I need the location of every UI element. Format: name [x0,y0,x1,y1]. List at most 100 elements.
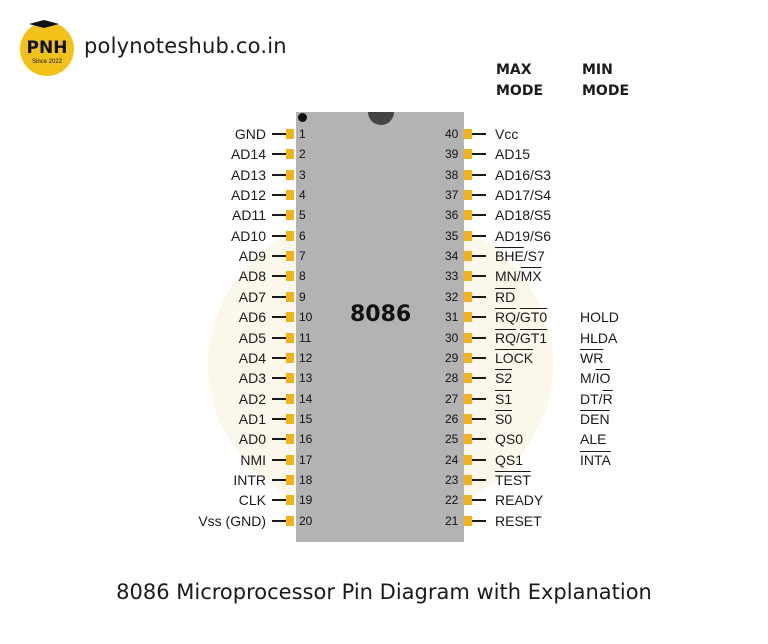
pin-label: AD9 [238,248,266,265]
pin-label: RQ/GT0 [495,309,548,326]
pin-label: S0 [495,410,513,427]
pin-pad [464,169,472,180]
pin-pad [464,271,472,282]
pin-lead [472,153,486,156]
graduation-cap-icon [29,20,59,28]
pin-lead [272,478,286,481]
pin-pad [286,413,294,424]
caption: 8086 Microprocessor Pin Diagram with Exp… [116,580,652,604]
pin-label: AD7 [238,288,266,305]
right-pin-31: 31 RQ/GT0 [440,307,580,327]
pin-label: AD19/S6 [495,227,552,244]
min-mode-label-29: WR [580,349,604,366]
site-name[interactable]: polynoteshub.co.in [84,34,287,58]
pin-label: RD [495,288,516,305]
pin-lead [472,478,486,481]
pin-label: TEST [495,471,531,488]
pin-pad [464,332,472,343]
pin-number: 39 [445,147,459,162]
pin-lead [472,316,486,319]
pin-pad [286,169,294,180]
pin-pad [286,291,294,302]
pin-pad [286,495,294,506]
pin-number: 20 [299,513,313,528]
pin-label: QS1 [495,451,524,468]
pin-number: 31 [445,310,459,325]
pin-lead [272,194,286,197]
min-mode-label-28: M/IO [580,370,611,387]
pin-lead [272,316,286,319]
pin-label: AD11 [232,207,266,224]
pin-number: 34 [445,249,459,264]
pin-label: AD3 [238,370,266,387]
pin-number: 8 [299,269,306,284]
pin-label: MN/MX [495,268,542,285]
pin-label: S2 [495,370,513,387]
pin-pad [286,271,294,282]
pin-pad [286,434,294,445]
min-mode-label-30: HLDA [580,329,618,346]
pin-number: 17 [299,452,313,467]
pin-number: 5 [299,208,306,223]
pin-label: AD1 [238,410,266,427]
pin-pad [464,210,472,221]
pin-pad [286,251,294,262]
pin-pad [464,230,472,241]
pin-number: 11 [299,330,312,345]
left-pin-5: AD11 5 [150,205,306,225]
pin-number: 13 [299,371,313,386]
pin-pad [464,149,472,160]
pin-label: Vcc [495,126,519,142]
pin-pad [464,190,472,201]
pin-number: 29 [445,350,459,365]
pin-pad [464,312,472,323]
chip-notch [368,112,394,125]
pin-number: 40 [445,127,459,141]
right-pin-32: 32 RD [440,287,580,307]
pin-number: 6 [299,228,306,243]
pin-number: 21 [445,513,459,528]
pin-number: 14 [299,391,313,406]
pin-number: 30 [445,330,459,345]
pin-lead [272,499,286,502]
left-pin-9: AD7 9 [150,287,306,307]
pin-number: 7 [299,249,306,264]
pin-pad [286,332,294,343]
pin-label: Vss (GND) [198,512,266,529]
pin-lead [272,458,286,461]
min-mode-label-31: HOLD [580,309,619,326]
pin-pad [286,312,294,323]
pin-label: AD0 [238,431,266,448]
pin-number: 36 [445,208,459,223]
right-pin-40: 40 Vcc [440,124,580,144]
pin-lead [472,458,486,461]
pin-number: 23 [445,472,459,487]
pin-number: 24 [445,452,459,467]
pin-number: 9 [299,289,306,304]
left-pin-13: AD3 13 [150,368,313,388]
pin-pad [286,454,294,465]
pin-label: GND [234,126,266,142]
pin-lead [472,255,486,258]
pin-lead [472,194,486,197]
pin-label: AD12 [230,187,266,204]
pin-pad [286,373,294,384]
pin-label: RESET [495,512,542,529]
pin-number: 28 [445,371,459,386]
pin-pad [286,474,294,485]
right-pin-24: 24 QS1 [440,450,580,470]
pin-number: 32 [445,289,459,304]
pin-pad [286,230,294,241]
pin-pad [286,149,294,160]
logo-since: Since 2022 [31,58,63,65]
